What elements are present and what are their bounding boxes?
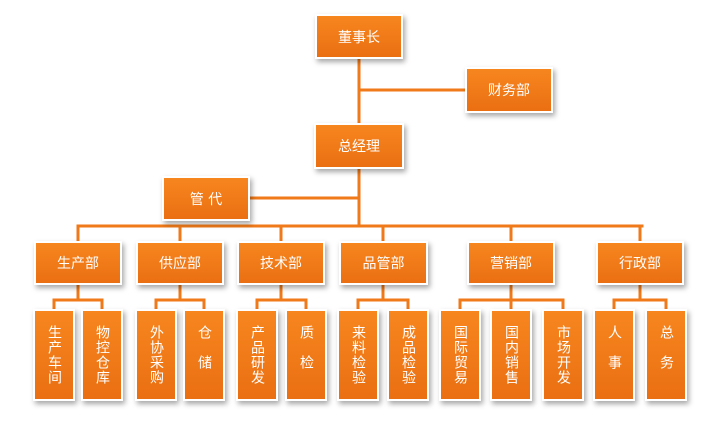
node-production: 生产部 xyxy=(34,241,122,285)
node-intl-trade-label: 国际贸易 xyxy=(452,325,468,385)
node-hr-label: 人事 xyxy=(606,325,622,385)
node-production-label: 生产部 xyxy=(57,256,99,272)
node-workshop: 生产车间 xyxy=(33,309,75,401)
node-admin-label: 行政部 xyxy=(619,256,661,272)
node-gm: 总经理 xyxy=(314,123,404,169)
node-material-warehouse: 物控仓库 xyxy=(81,309,123,401)
node-finance-label: 财务部 xyxy=(488,83,530,99)
node-domestic-sales-label: 国内销售 xyxy=(503,325,519,385)
node-qc: 质检 xyxy=(285,309,327,401)
node-chairman: 董事长 xyxy=(315,14,403,59)
node-product-inspection-label: 成品检验 xyxy=(400,325,416,385)
node-finance: 财务部 xyxy=(465,67,553,113)
node-rnd: 产品研发 xyxy=(236,309,278,401)
node-storage-label: 仓储 xyxy=(196,325,212,385)
node-outsourcing-label: 外协采购 xyxy=(148,325,164,385)
node-workshop-label: 生产车间 xyxy=(46,325,62,385)
node-domestic-sales: 国内销售 xyxy=(490,309,532,401)
node-market-dev-label: 市场开发 xyxy=(555,325,571,385)
node-admin: 行政部 xyxy=(596,241,684,285)
node-quality-label: 品管部 xyxy=(362,256,405,272)
node-agent: 管 代 xyxy=(162,176,250,221)
node-tech-label: 技术部 xyxy=(260,256,302,272)
node-qc-label: 质检 xyxy=(298,325,314,385)
node-marketing: 营销部 xyxy=(467,241,555,285)
node-material-warehouse-label: 物控仓库 xyxy=(94,325,110,385)
node-general-affairs-label: 总务 xyxy=(658,325,674,385)
node-gm-label: 总经理 xyxy=(338,139,380,155)
node-supply: 供应部 xyxy=(136,241,224,285)
node-intl-trade: 国际贸易 xyxy=(439,309,481,401)
node-hr: 人事 xyxy=(593,309,635,401)
node-quality: 品管部 xyxy=(339,241,428,285)
node-storage: 仓储 xyxy=(183,309,225,401)
node-tech: 技术部 xyxy=(237,241,325,285)
node-chairman-label: 董事长 xyxy=(338,29,380,46)
node-marketing-label: 营销部 xyxy=(490,256,532,272)
node-incoming-inspection: 来料检验 xyxy=(337,309,379,401)
node-supply-label: 供应部 xyxy=(159,256,201,272)
node-product-inspection: 成品检验 xyxy=(387,309,429,401)
node-rnd-label: 产品研发 xyxy=(249,325,265,385)
node-incoming-inspection-label: 来料检验 xyxy=(350,325,366,385)
node-market-dev: 市场开发 xyxy=(542,309,584,401)
node-agent-label: 管 代 xyxy=(189,191,223,208)
node-outsourcing: 外协采购 xyxy=(135,309,177,401)
node-general-affairs: 总务 xyxy=(645,309,687,401)
